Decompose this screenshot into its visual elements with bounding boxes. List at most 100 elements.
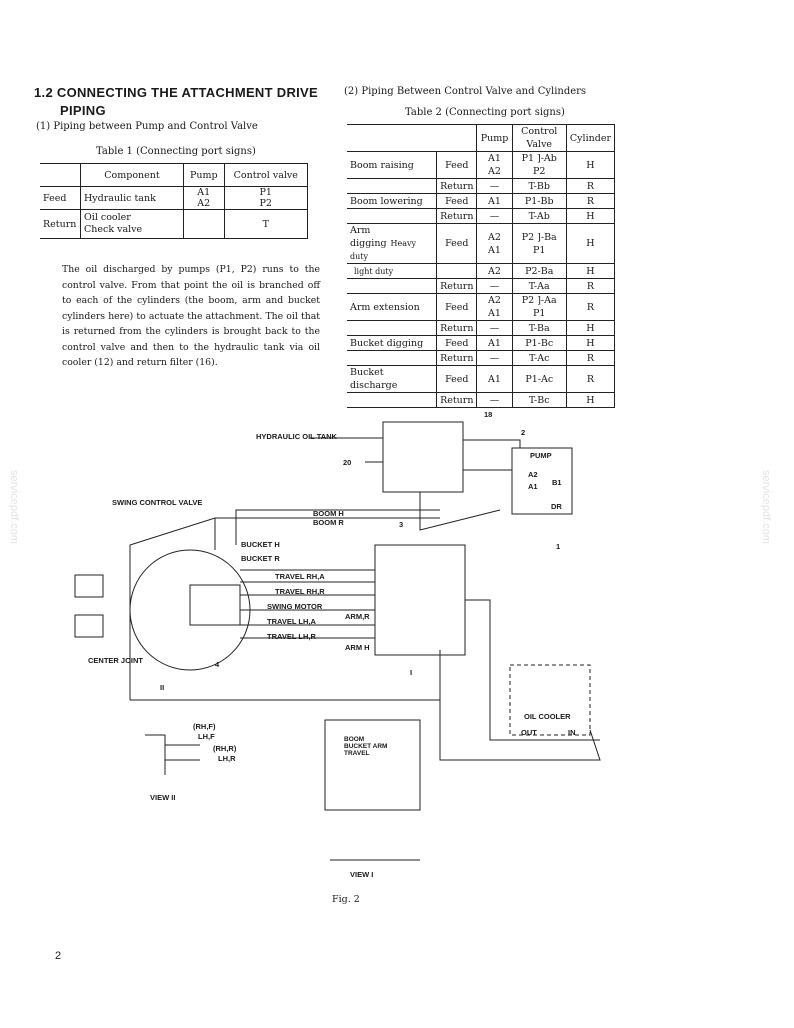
label-out: OUT — [521, 728, 537, 737]
table2-cell-group: Arm extension — [347, 293, 438, 321]
label-travel-rha: TRAVEL RH,A — [275, 572, 325, 581]
table2-cell-group — [347, 320, 438, 336]
table2-cell-valve: P2-Ba — [511, 263, 567, 279]
table2-cell-dir: Return — [436, 178, 478, 194]
table2-cell-group: light duty — [347, 263, 438, 279]
label-lhr: LH,R — [218, 754, 236, 763]
table2-cell-group: Bucket digging — [347, 335, 438, 351]
pipe — [130, 650, 441, 701]
label-3: 3 — [399, 520, 404, 529]
label-hydraulic-tank: HYDRAULIC OIL TANK — [256, 432, 337, 441]
watermark-right: servicepdf.com — [760, 470, 772, 544]
table2-cell-dir: Feed — [436, 151, 478, 179]
table2-cell-pump: — — [476, 278, 513, 294]
label-travel-lhr: TRAVEL LH,R — [267, 632, 316, 641]
label-swing-control-valve: SWING CONTROL VALVE — [112, 498, 203, 507]
table2-cell-cyl: H — [565, 335, 616, 351]
label-20: 20 — [343, 458, 352, 467]
pipe — [235, 509, 440, 545]
label-arm-r: ARM,R — [345, 612, 370, 621]
table2-header-cylinder: Cylinder — [565, 124, 616, 152]
hydraulic-piping-diagram — [74, 421, 601, 861]
pipe — [129, 517, 440, 700]
table2-cell-valve: T-Bc — [511, 392, 567, 408]
section-title: 1.2 CONNECTING THE ATTACHMENT DRIVE PIPI… — [34, 84, 318, 120]
table1-row-label: Feed — [40, 186, 81, 210]
table2-cell-cyl: H — [565, 392, 616, 408]
table2-cell-pump: A2 A1 — [476, 293, 513, 321]
table2-cell-valve: P1-Ac — [511, 365, 567, 393]
table2-cell-dir: Feed — [436, 193, 478, 209]
table2-cell-cyl: R — [565, 365, 616, 393]
table2-cell-cyl: R — [565, 293, 616, 321]
table2-cell-dir: Return — [436, 278, 478, 294]
label-a2: A2 — [528, 470, 538, 479]
table1-row-label: Return — [40, 209, 81, 239]
pipe — [510, 729, 601, 761]
table2-cell-pump: A1 — [476, 365, 513, 393]
table2-corner — [347, 124, 478, 152]
section-title-line1: 1.2 CONNECTING THE ATTACHMENT DRIVE — [34, 85, 318, 100]
oil-cooler-shape — [509, 664, 591, 736]
label-18: 18 — [484, 410, 493, 419]
swing-motor-shape — [189, 584, 241, 626]
table2-cell-cyl: H — [565, 223, 616, 264]
table2-cell-cyl: R — [565, 178, 616, 194]
label-swing-motor: SWING MOTOR — [267, 602, 323, 611]
label-boom-h: BOOM H — [313, 509, 344, 518]
pipe — [419, 492, 501, 531]
table2-cell-group — [347, 178, 438, 194]
table2-cell-pump: — — [476, 320, 513, 336]
label-2: 2 — [521, 428, 526, 437]
table2-cell-valve: T-Aa — [511, 278, 567, 294]
view2-shape — [145, 734, 200, 775]
table2-cell-cyl: R — [565, 350, 616, 366]
table2-cell-pump: — — [476, 350, 513, 366]
table2-cell-valve: T-Ac — [511, 350, 567, 366]
table2-cell-pump: — — [476, 178, 513, 194]
table2-cell-cyl: H — [565, 208, 616, 224]
label-bucket-r: BUCKET R — [241, 554, 280, 563]
table1-header-valve: Control valve — [223, 163, 309, 187]
table2-cell-valve: T-Bb — [511, 178, 567, 194]
label-1: 1 — [556, 542, 561, 551]
table2-cell-pump: — — [476, 208, 513, 224]
table1-cell-valve: T — [223, 209, 309, 239]
subheading-valve-cylinders: (2) Piping Between Control Valve and Cyl… — [344, 86, 587, 97]
table2-cell-group: Boom raising — [347, 151, 438, 179]
view1-shape — [324, 719, 421, 811]
label-4: 4 — [215, 660, 220, 669]
label-view1: VIEW I — [350, 870, 374, 879]
table2-cell-cyl: R — [565, 278, 616, 294]
table2-cell-cyl: H — [565, 263, 616, 279]
label-bucket-h: BUCKET H — [241, 540, 280, 549]
table2-header-valve: Control Valve — [511, 124, 567, 152]
table2-cell-dir: Return — [436, 350, 478, 366]
pipe — [439, 700, 510, 761]
table1-cell-pump: A1 A2 — [183, 186, 225, 210]
hydraulic-tank-shape — [382, 421, 464, 493]
subheading-pump-valve: (1) Piping between Pump and Control Valv… — [36, 121, 258, 132]
table2-cell-dir — [436, 263, 478, 279]
table1: Component Pump Control valve Feed Hydrau… — [40, 163, 309, 239]
control-valve-shape — [374, 544, 466, 656]
table1-corner — [40, 163, 81, 187]
table1-header-pump: Pump — [183, 163, 225, 187]
label-b1: B1 — [552, 478, 562, 487]
table2-cell-group — [347, 350, 438, 366]
table2-cell-valve: P2 ]-Aa P1 — [511, 293, 567, 321]
table2-cell-dir: Feed — [436, 293, 478, 321]
table1-caption: Table 1 (Connecting port signs) — [96, 146, 256, 157]
table2-cell-valve: P1-Bb — [511, 193, 567, 209]
table2: Pump Control Valve Cylinder Boom raising… — [347, 124, 616, 408]
table2-cell-dir: Return — [436, 392, 478, 408]
table2-cell-group — [347, 278, 438, 294]
